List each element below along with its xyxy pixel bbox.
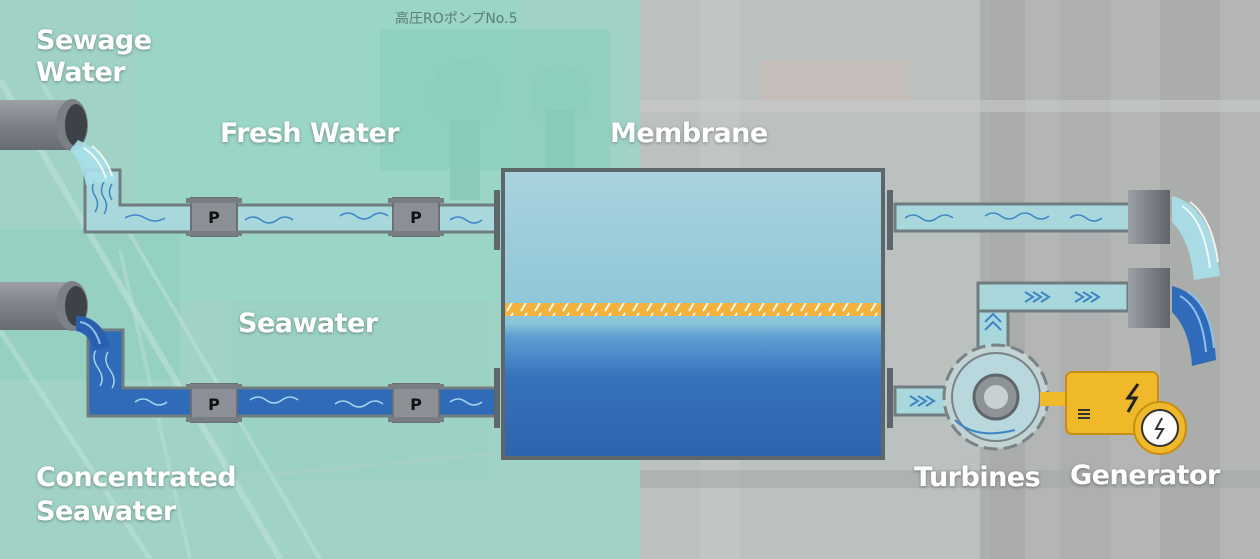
concentrated-outlet-pipe bbox=[0, 281, 110, 351]
membrane-layer bbox=[505, 303, 881, 316]
pump-label: P bbox=[208, 395, 220, 414]
pump-label: P bbox=[410, 208, 422, 227]
pump-seawater-1: P bbox=[186, 383, 242, 423]
seawater-label: Seawater bbox=[238, 308, 378, 339]
membrane-tank bbox=[494, 168, 893, 460]
sewage-water-label-line1: Sewage bbox=[36, 25, 152, 56]
background-sign: 高圧ROポンプNo.5 bbox=[395, 11, 518, 27]
sewage-outlet-pipe bbox=[0, 99, 116, 185]
membrane-label: Membrane bbox=[610, 118, 768, 149]
concentrated-seawater-label-line1: Concentrated bbox=[36, 462, 237, 493]
outlet-upper-pipe bbox=[893, 190, 1220, 280]
pump-seawater-2: P bbox=[388, 383, 444, 423]
turbines-label: Turbines bbox=[914, 462, 1041, 493]
fresh-water-label: Fresh Water bbox=[220, 118, 400, 149]
generator-label: Generator bbox=[1070, 460, 1220, 491]
turbine bbox=[942, 343, 1070, 451]
generator bbox=[1065, 371, 1187, 455]
pump-label: P bbox=[208, 208, 220, 227]
pump-label: P bbox=[410, 395, 422, 414]
pump-fresh-1: P bbox=[186, 197, 242, 237]
pump-fresh-2: P bbox=[388, 197, 444, 237]
concentrated-seawater-label-line2: Seawater bbox=[36, 496, 176, 527]
sewage-water-label-line2: Water bbox=[36, 57, 126, 88]
